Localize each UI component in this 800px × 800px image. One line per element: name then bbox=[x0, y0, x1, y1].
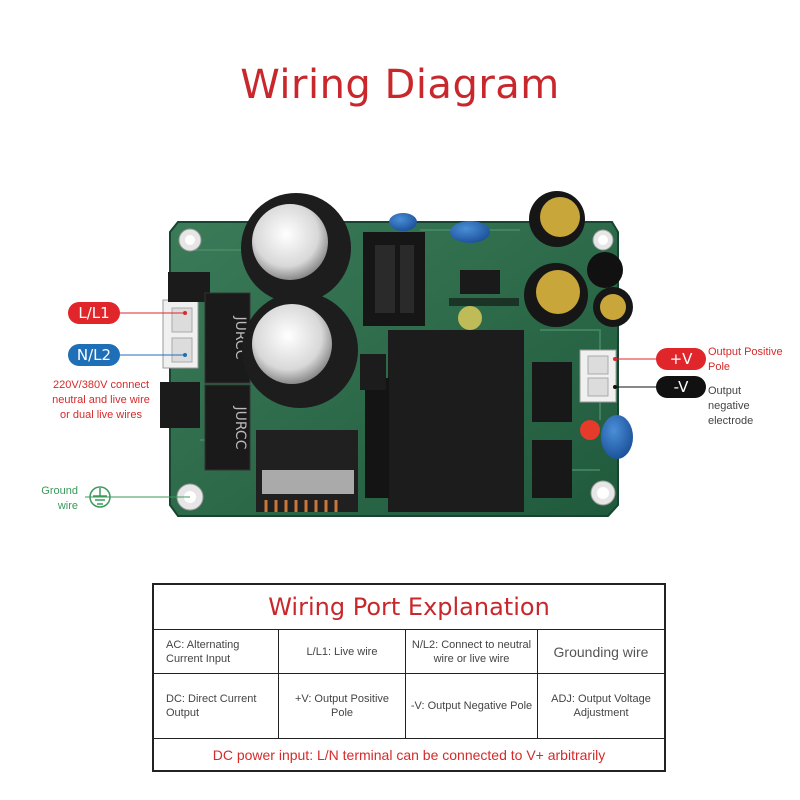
table-title: Wiring Port Explanation bbox=[154, 585, 664, 630]
table-row: DC: Direct Current Output +V: Output Pos… bbox=[154, 674, 664, 739]
common-mode-choke-1: JURCC bbox=[204, 292, 251, 384]
table-cell: AC: Alternating Current Input bbox=[154, 630, 279, 673]
table-cell: DC: Direct Current Output bbox=[154, 674, 279, 738]
table-cell: L/L1: Live wire bbox=[279, 630, 406, 673]
table-cell: ADJ: Output Voltage Adjustment bbox=[551, 693, 651, 719]
blue-capacitor bbox=[389, 213, 417, 231]
output-capacitor-1 bbox=[529, 191, 585, 247]
heatsink bbox=[363, 232, 425, 326]
electrolytic-capacitor-1 bbox=[241, 193, 351, 303]
tag-vneg: -V bbox=[656, 376, 706, 398]
electrolytic-capacitor-2 bbox=[242, 292, 358, 408]
optocoupler-ic bbox=[460, 270, 500, 294]
mounting-holes bbox=[176, 228, 616, 511]
table-cell: Grounding wire bbox=[553, 643, 649, 660]
output-terminal-connector bbox=[579, 349, 617, 403]
table-footer: DC power input: L/N terminal can be conn… bbox=[212, 746, 606, 763]
led-indicator bbox=[580, 420, 600, 440]
blue-capacitor bbox=[450, 221, 490, 243]
output-capacitor-3 bbox=[587, 252, 623, 288]
table-cell: -V: Output Negative Pole bbox=[406, 674, 538, 738]
inductor-coil bbox=[256, 430, 358, 512]
input-voltage-note: 220V/380V connect neutral and live wire … bbox=[52, 379, 150, 421]
tag-l1: L/L1 bbox=[68, 302, 120, 324]
pcb-board-illustration: JURCC JURCC bbox=[85, 191, 660, 517]
tag-n2: N/L2 bbox=[68, 344, 120, 366]
table-row: AC: Alternating Current Input L/L1: Live… bbox=[154, 630, 664, 674]
input-terminal-connector bbox=[162, 299, 199, 369]
blue-capacitor bbox=[601, 415, 633, 459]
ground-wire-note: Ground wire bbox=[41, 485, 78, 512]
output-capacitor-2 bbox=[524, 263, 588, 327]
output-capacitor-4 bbox=[593, 287, 633, 327]
ground-icon bbox=[89, 486, 111, 508]
common-mode-choke-2: JURCC bbox=[204, 384, 251, 471]
choke-label-2: JURCC bbox=[232, 406, 248, 450]
output-negative-note: Output negative electrode bbox=[708, 385, 754, 427]
table-cell: +V: Output Positive Pole bbox=[279, 674, 406, 738]
output-positive-note: Output Positive Pole bbox=[708, 346, 783, 373]
wiring-port-table: Wiring Port Explanation AC: Alternating … bbox=[152, 583, 666, 772]
page-title: Wiring Diagram bbox=[240, 62, 560, 108]
tag-vpos: +V bbox=[656, 348, 706, 370]
transformer bbox=[388, 330, 524, 512]
table-cell: N/L2: Connect to neutral wire or live wi… bbox=[406, 630, 538, 673]
